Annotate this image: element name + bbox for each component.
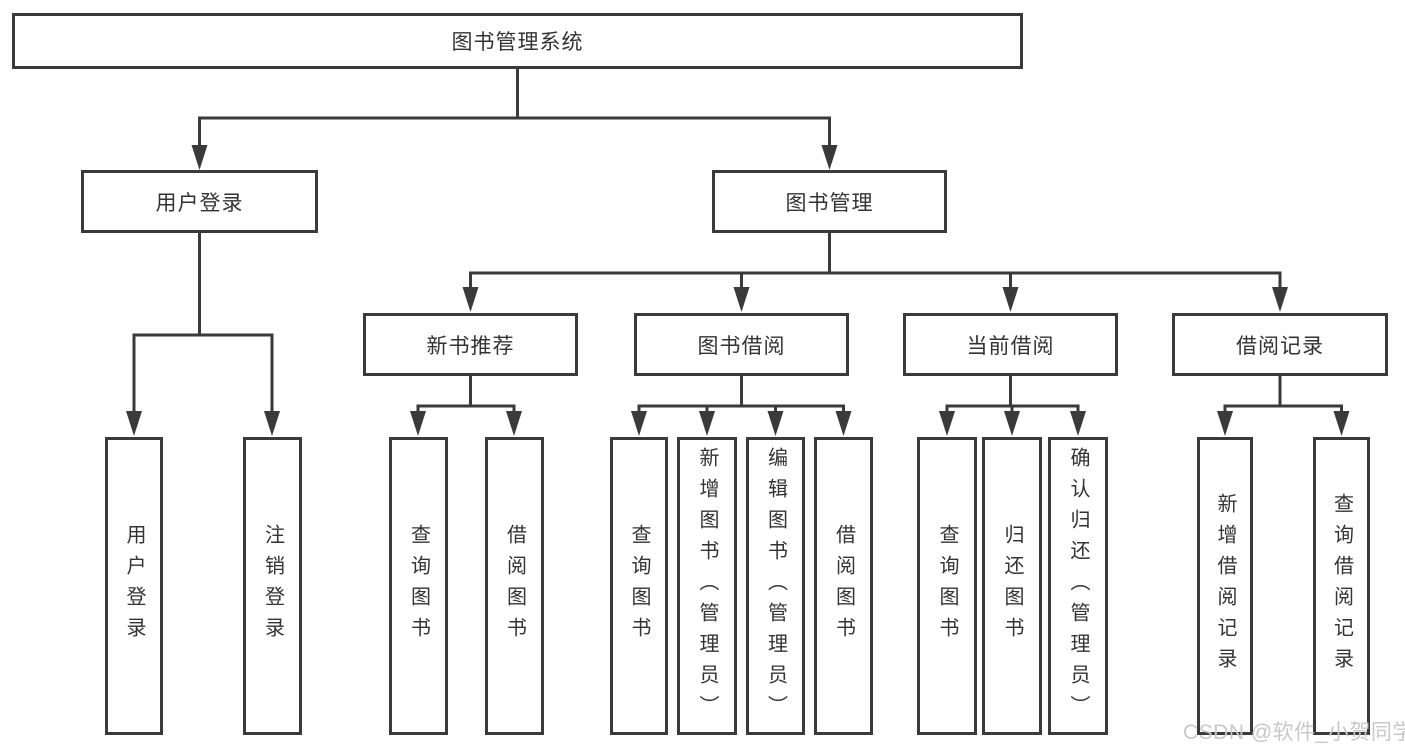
leaf-recommend-borrow-books-label: 借阅图书: [503, 524, 526, 648]
leaf-recommend-query-books: 查询图书: [389, 437, 448, 735]
node-root-label: 图书管理系统: [451, 31, 584, 54]
node-user-login-label: 用户登录: [155, 191, 244, 215]
node-new-book-recommend-label: 新书推荐: [426, 334, 515, 358]
node-new-book-recommend: 新书推荐: [363, 313, 578, 376]
node-book-borrowing-label: 图书借阅: [697, 334, 786, 358]
leaf-borrowing-borrow-books-label: 借阅图书: [832, 524, 855, 648]
leaf-current-return-books-label: 归还图书: [1001, 524, 1023, 648]
csdn-watermark: CSDN @软件_小贺同学: [1183, 721, 1405, 744]
leaf-borrowing-add-books-admin-label: 新增图书（管理员）: [696, 446, 718, 726]
node-book-management-label: 图书管理: [785, 191, 874, 215]
leaf-user-login-label: 用户登录: [123, 524, 145, 648]
leaf-logout-label: 注销登录: [261, 524, 284, 648]
node-book-borrowing: 图书借阅: [634, 313, 849, 376]
node-user-login: 用户登录: [81, 170, 318, 233]
leaf-current-query-books-label: 查询图书: [936, 524, 958, 648]
leaf-borrowing-edit-books-admin: 编辑图书（管理员）: [746, 437, 805, 735]
node-borrowing-records: 借阅记录: [1172, 313, 1388, 376]
leaf-records-query-record: 查询借阅记录: [1313, 437, 1370, 735]
leaf-current-return-books: 归还图书: [982, 437, 1042, 735]
leaf-borrowing-add-books-admin: 新增图书（管理员）: [677, 437, 737, 735]
leaf-current-query-books: 查询图书: [917, 437, 977, 735]
leaf-borrowing-borrow-books: 借阅图书: [814, 437, 873, 735]
leaf-records-query-record-label: 查询借阅记录: [1330, 493, 1353, 679]
node-current-borrowing: 当前借阅: [903, 313, 1118, 376]
node-current-borrowing-label: 当前借阅: [966, 334, 1055, 358]
leaf-recommend-borrow-books: 借阅图书: [485, 437, 544, 735]
node-borrowing-records-label: 借阅记录: [1236, 334, 1324, 358]
leaf-recommend-query-books-label: 查询图书: [407, 524, 430, 648]
leaf-borrowing-edit-books-admin-label: 编辑图书（管理员）: [764, 446, 787, 726]
node-root: 图书管理系统: [12, 13, 1023, 69]
node-book-management: 图书管理: [712, 170, 947, 233]
leaf-current-confirm-return-admin: 确认归还（管理员）: [1048, 437, 1108, 735]
leaf-records-add-record: 新增借阅记录: [1197, 437, 1253, 735]
leaf-records-add-record-label: 新增借阅记录: [1214, 493, 1236, 679]
leaf-borrowing-query-books-label: 查询图书: [628, 524, 650, 648]
leaf-current-confirm-return-admin-label: 确认归还（管理员）: [1067, 446, 1089, 726]
leaf-user-login: 用户登录: [105, 437, 163, 735]
leaf-borrowing-query-books: 查询图书: [610, 437, 668, 735]
leaf-logout: 注销登录: [243, 437, 302, 735]
